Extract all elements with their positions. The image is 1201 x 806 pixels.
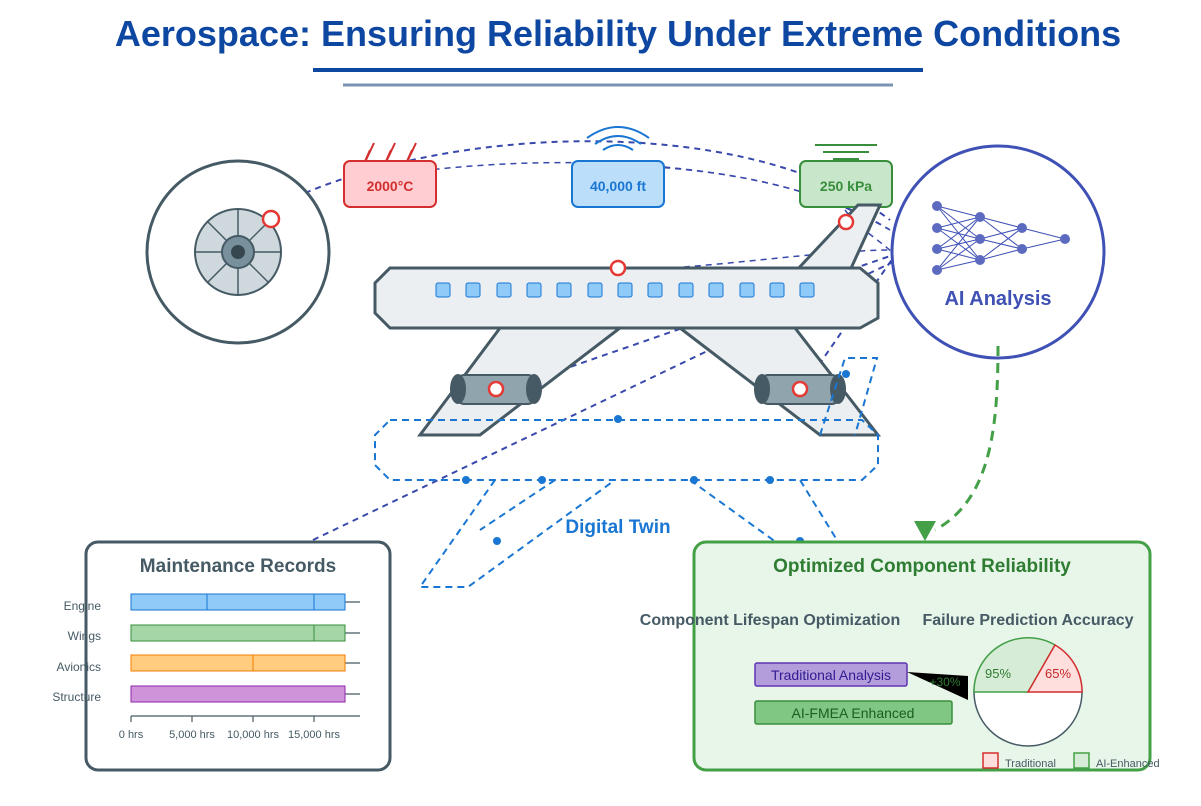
digital-twin bbox=[374, 357, 879, 588]
pressure-icon bbox=[815, 144, 877, 160]
improvement-arrow bbox=[907, 672, 968, 700]
row-label-avionics: Avionics bbox=[57, 660, 101, 674]
row-label-wings: Wings bbox=[68, 629, 101, 643]
ai-fmea-label: AI-FMEA Enhanced bbox=[792, 705, 915, 721]
optimized-title: Optimized Component Reliability bbox=[773, 556, 1071, 577]
ai-analysis: AI Analysis bbox=[890, 144, 1106, 360]
optimized-panel: Optimized Component Reliability Componen… bbox=[640, 540, 1160, 772]
legend-ai: AI-Enhanced bbox=[1096, 758, 1160, 770]
row-label-structure: Structure bbox=[52, 690, 101, 704]
traditional-analysis-bar bbox=[754, 662, 908, 687]
tick-label: 10,000 hrs bbox=[227, 729, 279, 741]
accuracy-title: Failure Prediction Accuracy bbox=[922, 612, 1133, 629]
ai-analysis-label: AI Analysis bbox=[944, 288, 1051, 310]
tick-label: 15,000 hrs bbox=[288, 729, 340, 741]
digital-twin-label: Digital Twin bbox=[565, 517, 670, 538]
legend-swatch-traditional bbox=[982, 752, 999, 769]
traditional-analysis-label: Traditional Analysis bbox=[771, 667, 891, 683]
airplane bbox=[373, 203, 883, 437]
tick-label: 0 hrs bbox=[119, 729, 144, 741]
engine-bar bbox=[130, 593, 346, 611]
ai-enhanced-slice bbox=[973, 637, 1057, 693]
trad-pct-label: 65% bbox=[1045, 666, 1071, 681]
sensor-point bbox=[261, 209, 281, 229]
digital-twin-nodes bbox=[462, 370, 850, 545]
maintenance-title: Maintenance Records bbox=[140, 556, 336, 577]
sensor-points bbox=[487, 213, 855, 398]
neural-network-icon bbox=[936, 205, 1066, 271]
altitude-condition: 40,000 ft bbox=[571, 126, 665, 208]
tick-label: 5,000 hrs bbox=[169, 729, 215, 741]
avionics-bar bbox=[130, 654, 346, 672]
wings-bar bbox=[130, 624, 346, 642]
output-arrow bbox=[934, 345, 1000, 532]
legend-traditional: Traditional bbox=[1005, 758, 1056, 770]
structure-bar bbox=[130, 685, 346, 703]
lifespan-title: Component Lifespan Optimization bbox=[640, 612, 900, 629]
fuselage bbox=[373, 266, 880, 330]
page-title: Aerospace: Ensuring Reliability Under Ex… bbox=[115, 13, 1121, 54]
engine-closeup bbox=[145, 159, 331, 345]
row-label-engine: Engine bbox=[64, 599, 102, 613]
temperature-value: 2000°C bbox=[367, 178, 414, 194]
heat-icon bbox=[361, 142, 417, 169]
accuracy-chart: 95% 65% bbox=[973, 637, 1083, 747]
temperature-condition: 2000°C bbox=[343, 142, 437, 208]
ai-pct-label: 95% bbox=[985, 666, 1011, 681]
altitude-value: 40,000 ft bbox=[590, 178, 646, 194]
pressure-condition: 250 kPa bbox=[799, 144, 893, 208]
improvement-label: +30% bbox=[929, 675, 960, 689]
pressure-value: 250 kPa bbox=[820, 178, 872, 194]
windows bbox=[435, 282, 815, 298]
arrow-head bbox=[914, 521, 936, 541]
traditional-slice bbox=[1026, 643, 1083, 693]
legend-swatch-ai bbox=[1073, 752, 1090, 769]
maintenance-panel: Maintenance Records Engine Wings Avionic… bbox=[52, 540, 392, 772]
ai-fmea-bar bbox=[754, 700, 953, 725]
signal-icon bbox=[586, 126, 650, 151]
